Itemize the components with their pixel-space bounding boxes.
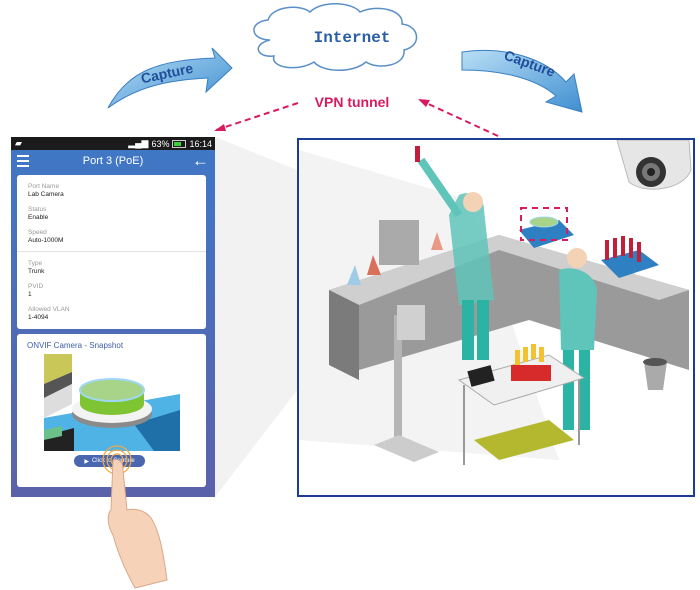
detection-box xyxy=(520,207,568,241)
battery-percent: 63% xyxy=(151,138,170,149)
app-bar: Port 3 (PoE) ← xyxy=(11,150,215,174)
internet-label: Internet xyxy=(314,29,391,47)
internet-cloud-icon xyxy=(253,3,418,71)
vpn-arrowhead-left-icon xyxy=(214,124,226,131)
port-info-card: Port Name Lab Camera Status Enable Speed… xyxy=(17,175,206,329)
field-status: Status Enable xyxy=(28,206,49,221)
dome-camera-icon xyxy=(616,140,692,190)
back-arrow-icon[interactable]: ← xyxy=(192,151,209,170)
hand-icon xyxy=(107,459,168,589)
hamburger-menu-icon[interactable] xyxy=(17,155,29,167)
battery-icon xyxy=(172,139,187,148)
vpn-tunnel-label: VPN tunnel xyxy=(315,94,390,110)
divider xyxy=(17,251,206,252)
vpn-dashed-line-left xyxy=(215,102,299,131)
tapping-hand-illustration xyxy=(102,445,168,589)
capture-arrow-left-icon xyxy=(107,47,233,109)
vpn-arrowhead-right-icon xyxy=(418,99,430,107)
image-icon: ▰ xyxy=(15,138,22,148)
projection-beam xyxy=(215,137,315,497)
field-type: Type Trunk xyxy=(28,260,45,275)
camera-icon: ▶ xyxy=(84,458,89,465)
field-port-name: Port Name Lab Camera xyxy=(28,183,64,198)
capture-arrow-right-icon xyxy=(461,49,583,113)
lab-scene-illustration xyxy=(299,140,692,465)
phone-screen: ▰ ▂▄▆ 63% 16:14 Port 3 (PoE) ← Port Name… xyxy=(11,137,215,497)
lab-scene-frame xyxy=(297,138,695,497)
snapshot-title: ONVIF Camera - Snapshot xyxy=(27,341,124,350)
signal-icon: ▂▄▆ xyxy=(128,138,149,148)
field-pvid: PVID 1 xyxy=(28,283,44,298)
field-allowed-vlan: Allowed VLAN 1-4094 xyxy=(28,306,70,321)
snapshot-card: ONVIF Camera - Snapshot ▶ Click to Captu… xyxy=(17,334,206,487)
snapshot-image xyxy=(44,354,180,451)
network-diagram: Internet Capture Capture VPN tunnel xyxy=(107,3,583,137)
vpn-dashed-line-right xyxy=(423,101,499,137)
status-time: 16:14 xyxy=(189,138,212,149)
page-title: Port 3 (PoE) xyxy=(82,155,144,167)
field-speed: Speed Auto-1000M xyxy=(28,229,64,244)
status-bar: ▰ ▂▄▆ 63% 16:14 xyxy=(11,137,215,150)
